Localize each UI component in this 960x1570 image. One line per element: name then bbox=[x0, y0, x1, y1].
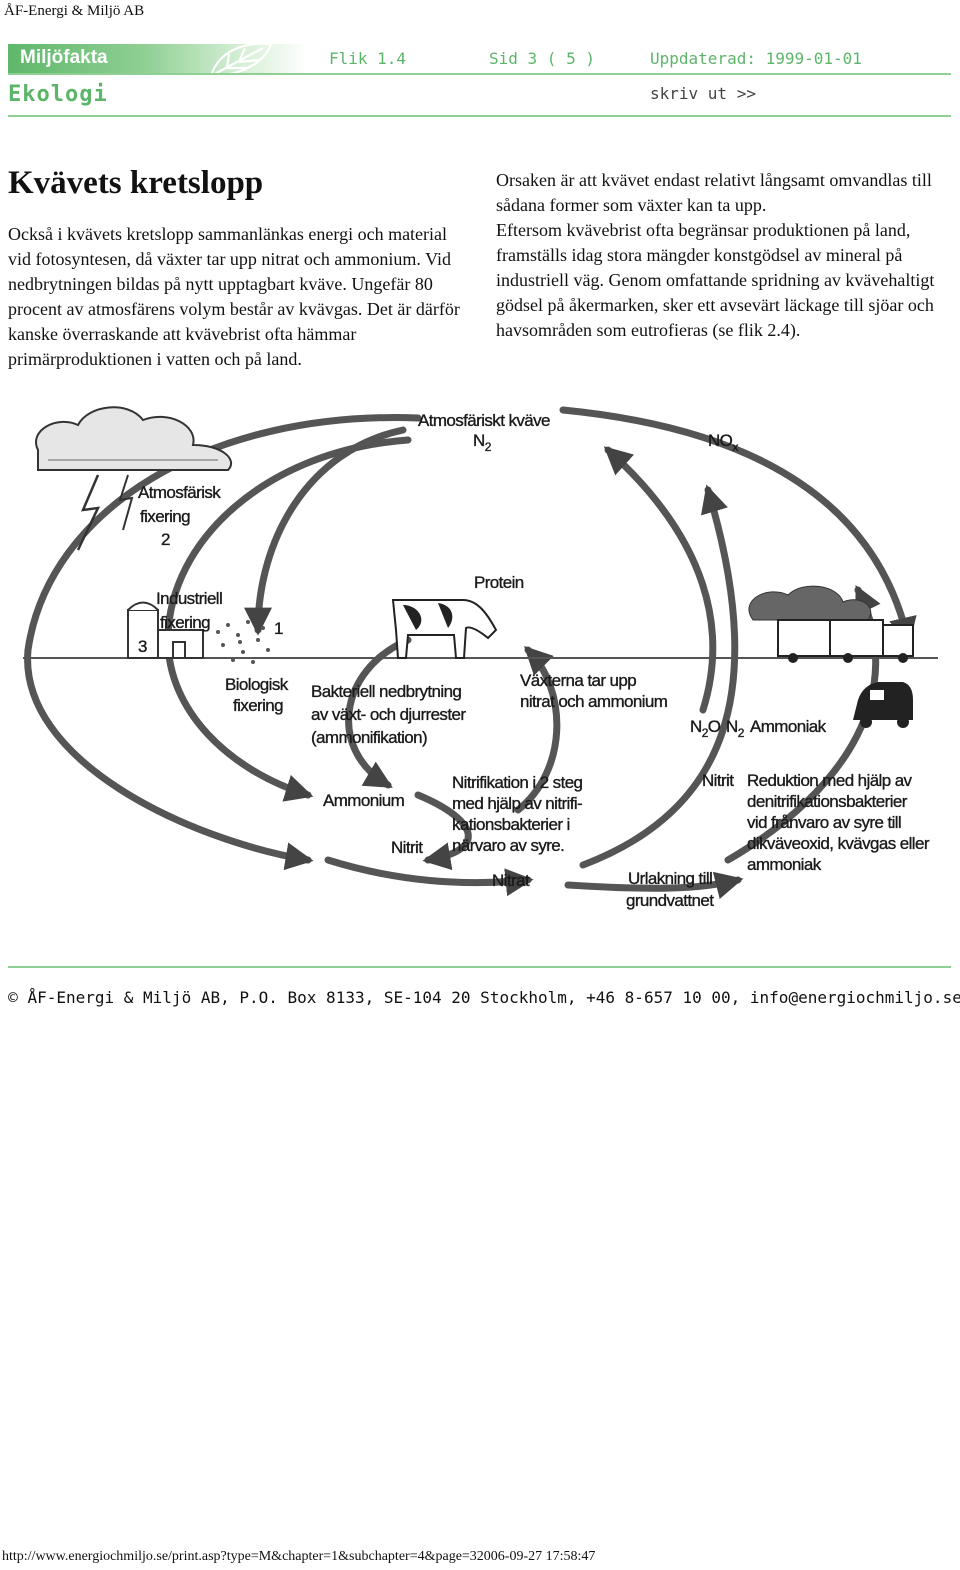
label-plants-uptake-2: nitrat och ammonium bbox=[520, 692, 668, 711]
nitrogen-cycle-diagram: Atmosfäriskt kväve N2 NOx Atmosfärisk fi… bbox=[23, 406, 938, 910]
arrow-bottom-nitrate bbox=[324, 856, 534, 897]
arrow-cow-to-ammonium bbox=[345, 636, 412, 789]
right-paragraph-2: Eftersom kvävebrist ofta begränsar produ… bbox=[496, 220, 935, 340]
label-nitrification-1: Nitrifikation i 2 steg bbox=[452, 773, 583, 792]
print-link[interactable]: skriv ut >> bbox=[650, 84, 756, 103]
right-column: Orsaken är att kvävet endast relativt lå… bbox=[496, 168, 958, 343]
footer-divider bbox=[8, 966, 951, 968]
page-indicator: Sid 3 ( 5 ) bbox=[489, 49, 595, 68]
header-divider-top bbox=[8, 73, 951, 75]
left-column: Också i kvävets kretslopp sammanlänkas e… bbox=[8, 222, 473, 372]
header-divider-bottom bbox=[8, 115, 951, 117]
label-protein: Protein bbox=[474, 573, 524, 592]
label-ammonium: Ammonium bbox=[323, 791, 405, 810]
thundercloud-icon bbox=[35, 406, 233, 551]
label-plants-uptake-1: Växterna tar upp bbox=[520, 671, 636, 690]
label-nitrification-4: närvaro av syre. bbox=[452, 836, 564, 855]
label-n2-right: N2 bbox=[726, 717, 745, 740]
leaf-icon bbox=[209, 42, 273, 78]
label-nitrification-2: med hjälp av nitrifi- bbox=[452, 794, 582, 813]
arrow-ammonium-to-nitrit bbox=[414, 791, 472, 871]
factory-icon bbox=[127, 601, 204, 659]
label-atmospheric-fixation-2: fixering bbox=[140, 507, 190, 526]
label-decomposition-3: (ammonifikation) bbox=[311, 728, 427, 747]
label-biological-fixation-1: Biologisk bbox=[225, 675, 289, 694]
arrow-leaching bbox=[564, 871, 744, 900]
arrow-n2o-up bbox=[603, 446, 717, 714]
article-heading: Kvävets kretslopp bbox=[8, 165, 264, 201]
label-industrial-fixation-1: Industriell bbox=[156, 589, 222, 608]
label-reduction-5: ammoniak bbox=[747, 855, 822, 874]
footer-copyright: © ÅF-Energi & Miljö AB, P.O. Box 8133, S… bbox=[8, 988, 750, 1007]
car-icon bbox=[853, 682, 913, 728]
arrow-atmosphere-to-left bbox=[24, 414, 422, 871]
label-reduction-1: Reduktion med hjälp av bbox=[747, 771, 913, 790]
label-decomposition-2: av växt- och djurrester bbox=[311, 705, 466, 724]
arrow-uptake bbox=[514, 646, 561, 814]
flik-label: Flik 1.4 bbox=[329, 49, 407, 68]
label-atmospheric-fixation-1: Atmosfärisk bbox=[138, 483, 221, 502]
label-atmospheric-fixation-number: 2 bbox=[161, 530, 170, 549]
miljofakta-logo: Miljöfakta bbox=[20, 47, 108, 68]
label-biological-fixation-2: fixering bbox=[233, 696, 283, 715]
right-paragraph-1: Orsaken är att kvävet endast relativt lå… bbox=[496, 170, 932, 215]
label-factory-number: 3 bbox=[138, 637, 147, 656]
biological-fixation-particles bbox=[216, 620, 270, 664]
label-reduction-2: denitrifikationsbakterier bbox=[747, 792, 908, 811]
label-atmospheric-nitrogen: Atmosfäriskt kväve bbox=[418, 411, 550, 430]
print-page-url: http://www.energiochmiljo.se/print.asp?t… bbox=[2, 1549, 596, 1564]
label-n2: N2 bbox=[473, 431, 492, 454]
label-industrial-fixation-2: fixering bbox=[160, 613, 210, 632]
label-nitrat: Nitrat bbox=[492, 871, 530, 890]
label-nox: NOx bbox=[708, 431, 738, 454]
arrow-biological-fixation bbox=[244, 426, 407, 636]
label-leaching-1: Urlakning till bbox=[628, 869, 712, 888]
print-page-title: ÅF-Energi & Miljö AB bbox=[4, 3, 145, 19]
label-reduction-4: dikväveoxid, kvävgas eller bbox=[747, 834, 930, 853]
label-nitrit-right: Nitrit bbox=[702, 771, 734, 790]
arrow-nitrate-to-atmosphere bbox=[559, 406, 917, 646]
left-paragraph: Också i kvävets kretslopp sammanlänkas e… bbox=[8, 224, 460, 369]
updated-date: Uppdaterad: 1999-01-01 bbox=[650, 49, 862, 68]
cow-icon bbox=[391, 599, 498, 659]
arrow-left-inner bbox=[164, 436, 412, 802]
footer-email-link[interactable]: info@energiochmiljo.se bbox=[749, 988, 960, 1007]
label-ammoniak: Ammoniak bbox=[750, 717, 827, 736]
label-reduction-3: vid frånvaro av syre till bbox=[747, 813, 901, 832]
section-title: Ekologi bbox=[8, 82, 108, 107]
label-nitrit-left: Nitrit bbox=[391, 838, 423, 857]
footer-contact: © ÅF-Energi & Miljö AB, P.O. Box 8133, S… bbox=[0, 988, 960, 1007]
label-nitrification-3: kationsbakterier i bbox=[452, 815, 570, 834]
label-leaching-2: grundvattnet bbox=[626, 891, 714, 910]
arrow-nitrate-up bbox=[579, 484, 739, 869]
label-n2o: N2O bbox=[690, 717, 721, 740]
label-biological-number: 1 bbox=[274, 619, 283, 638]
label-decomposition-1: Bakteriell nedbrytning bbox=[311, 682, 461, 701]
truck-icon bbox=[748, 585, 914, 663]
